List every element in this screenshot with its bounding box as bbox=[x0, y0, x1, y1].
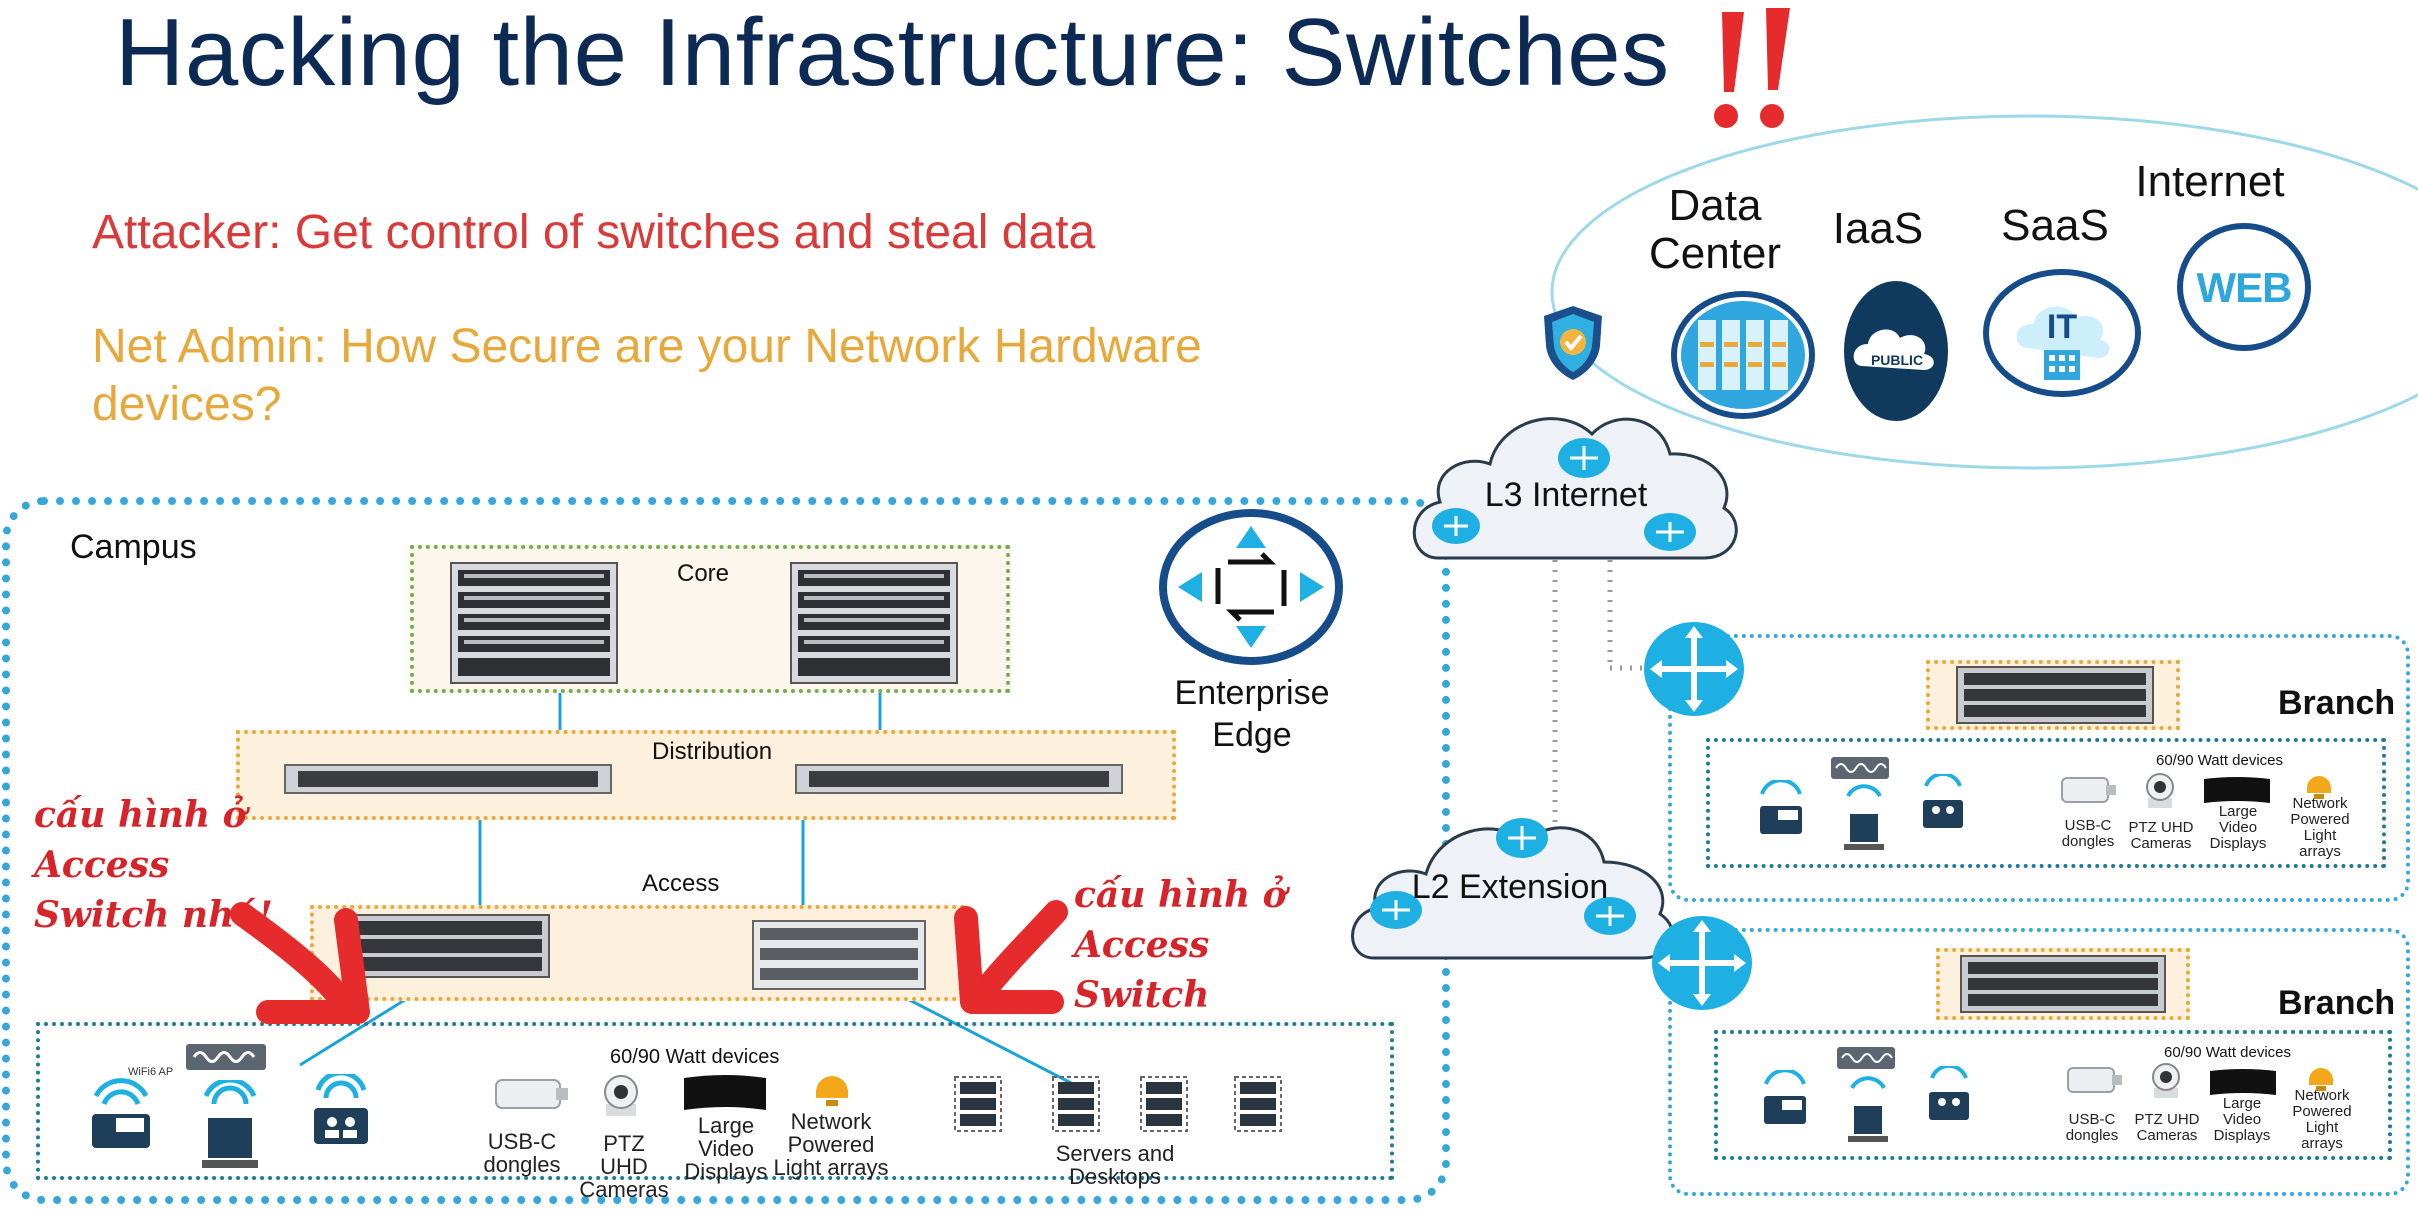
access-switch bbox=[350, 914, 550, 978]
branch-switch bbox=[1956, 666, 2154, 724]
usb-c-dongle-icon bbox=[495, 1079, 568, 1109]
video-endpoint-icon bbox=[314, 1074, 368, 1144]
core-switch-chassis bbox=[450, 562, 618, 684]
saas-it-icon: IT bbox=[1982, 268, 2142, 398]
light-array-label: Network Powered Light arrays bbox=[773, 1109, 889, 1180]
branch-2-devices bbox=[1714, 1030, 2392, 1160]
branch-2-large-video-label: Large Video Displays bbox=[2213, 1095, 2271, 1144]
access-label: Access bbox=[642, 870, 720, 897]
campus-label: Campus bbox=[70, 528, 197, 566]
enterprise-edge-router-icon bbox=[1159, 509, 1343, 665]
ptz-camera-label: PTZ UHD Cameras bbox=[579, 1131, 669, 1202]
large-video-display-icon bbox=[684, 1075, 766, 1110]
branch-1-light-label: Network Powered Light arrays bbox=[2290, 795, 2350, 860]
light-array-icon bbox=[2307, 776, 2331, 799]
core-label: Core bbox=[677, 560, 730, 587]
l3-internet-label: L3 Internet bbox=[1484, 476, 1648, 514]
right-annotation: cấu hình ở Access Switch bbox=[1074, 874, 1287, 1016]
ptz-camera-icon bbox=[2146, 773, 2174, 808]
branch-router-icon bbox=[1652, 916, 1752, 1010]
distribution-switch bbox=[795, 764, 1123, 794]
large-video-display-icon bbox=[2204, 777, 2270, 803]
l2-extension-cloud bbox=[1351, 818, 1674, 960]
distribution-switch bbox=[284, 764, 612, 794]
branch-1-watt-label: 60/90 Watt devices bbox=[2156, 752, 2284, 769]
video-endpoint-icon bbox=[1923, 774, 1963, 828]
ptz-camera-icon bbox=[2152, 1063, 2180, 1098]
data-center-label: Data Center bbox=[1648, 181, 1782, 278]
left-annotation: cấu hình ở Access Switch nhé! bbox=[34, 794, 273, 936]
left-arrow-annotation bbox=[230, 902, 370, 1024]
services-ellipse bbox=[1550, 114, 2418, 470]
large-video-display-icon bbox=[2210, 1069, 2276, 1095]
usb-c-dongle-icon bbox=[2067, 1067, 2122, 1093]
enterprise-edge-label: Enterprise Edge bbox=[1174, 674, 1330, 754]
internet-label: Internet bbox=[2135, 157, 2285, 206]
l2-extension-label: L2 Extension bbox=[1411, 868, 1609, 906]
server-icon bbox=[1234, 1076, 1282, 1132]
laptop-icon bbox=[1844, 784, 1884, 850]
public-badge-text: PUBLIC bbox=[1870, 352, 1924, 368]
branch-2-usb-c-label: USB-C dongles bbox=[2065, 1111, 2119, 1144]
data-center-icon bbox=[1671, 291, 1815, 419]
double-exclamation-icon bbox=[1714, 8, 1790, 128]
branch-1-large-video-label: Large Video Displays bbox=[2209, 803, 2267, 852]
attacker-statement: Attacker: Get control of switches and st… bbox=[92, 206, 1096, 259]
iaas-label: IaaS bbox=[1832, 204, 1924, 253]
large-video-label: Large Video Displays bbox=[684, 1113, 768, 1184]
branch-2-boundary bbox=[1668, 928, 2410, 1196]
light-array-icon bbox=[2309, 1068, 2333, 1091]
branch-2-watt-label: 60/90 Watt devices bbox=[2164, 1044, 2292, 1061]
ip-phone-icon bbox=[1760, 780, 1802, 834]
ip-phone-icon bbox=[1764, 1070, 1806, 1124]
branch-1-boundary bbox=[1668, 634, 2410, 902]
right-arrow-annotation bbox=[954, 900, 1068, 1014]
saas-label: SaaS bbox=[2001, 201, 2109, 250]
servers-desktops-label: Servers and Desktops bbox=[1055, 1141, 1175, 1189]
wifi-access-point-icon bbox=[1837, 1047, 1895, 1069]
wifi-access-point-icon bbox=[186, 1044, 266, 1070]
web-badge-text: WEB bbox=[2196, 264, 2293, 311]
usb-c-dongle-icon bbox=[2061, 777, 2116, 803]
campus-endpoint-devices bbox=[36, 1022, 1394, 1180]
server-icon bbox=[1052, 1076, 1100, 1132]
it-badge-text: IT bbox=[2046, 308, 2078, 346]
wifi-ap-label: WiFi6 AP bbox=[128, 1066, 174, 1078]
watt-devices-label: 60/90 Watt devices bbox=[610, 1046, 780, 1068]
laptop-icon bbox=[1848, 1076, 1888, 1142]
web-icon: WEB bbox=[2176, 222, 2312, 352]
ptz-camera-icon bbox=[604, 1075, 638, 1116]
server-icon bbox=[954, 1076, 1002, 1132]
l3-internet-cloud bbox=[1412, 417, 1738, 560]
core-switch-chassis bbox=[790, 562, 958, 684]
branch-1-title: Branch bbox=[2278, 684, 2396, 722]
wifi-access-point-icon bbox=[1831, 757, 1889, 779]
branch-router-icon bbox=[1644, 622, 1744, 716]
shield-check-icon bbox=[1544, 306, 1602, 380]
slide-title: Hacking the Infrastructure: Switches bbox=[115, 0, 1670, 106]
access-switch bbox=[752, 920, 926, 990]
branch-2-ptz-label: PTZ UHD Cameras bbox=[2134, 1111, 2200, 1144]
ip-phone-icon bbox=[92, 1078, 150, 1148]
server-icon bbox=[1140, 1076, 1188, 1132]
branch-1-usb-c-label: USB-C dongles bbox=[2061, 817, 2115, 850]
branch-switch bbox=[1960, 955, 2166, 1013]
branch-2-title: Branch bbox=[2278, 984, 2396, 1022]
laptop-icon bbox=[202, 1080, 258, 1168]
branch-1-devices bbox=[1706, 738, 2386, 868]
admin-question: Net Admin: How Secure are your Network H… bbox=[92, 320, 1202, 431]
iaas-public-cloud-icon: PUBLIC bbox=[1840, 278, 1952, 424]
branch-1-ptz-label: PTZ UHD Cameras bbox=[2128, 819, 2194, 852]
distribution-label: Distribution bbox=[652, 738, 773, 765]
light-array-icon bbox=[816, 1076, 848, 1106]
video-endpoint-icon bbox=[1929, 1066, 1969, 1120]
branch-2-light-label: Network Powered Light arrays bbox=[2292, 1087, 2352, 1152]
usb-c-label: USB-C dongles bbox=[483, 1129, 561, 1177]
